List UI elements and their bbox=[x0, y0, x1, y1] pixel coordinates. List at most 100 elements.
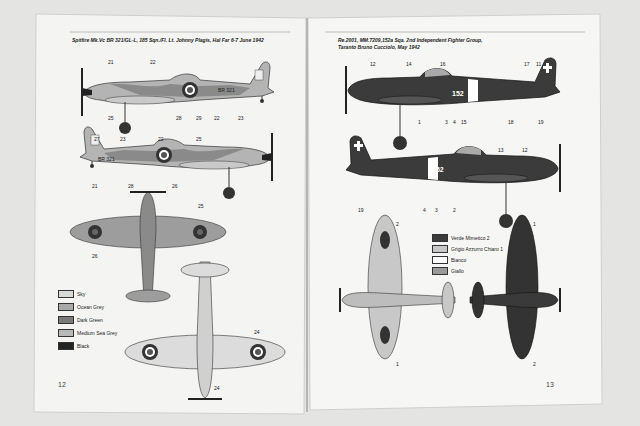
art-shape bbox=[368, 215, 402, 359]
sheet-title: Taranto Bruno Cucciolo, May 1942 bbox=[338, 45, 420, 51]
callout-number: 2 bbox=[533, 362, 536, 368]
legend-entry: Giallo bbox=[432, 267, 464, 275]
art-shape bbox=[181, 263, 229, 277]
art-shape bbox=[142, 344, 158, 360]
callout-number: 22 bbox=[214, 116, 220, 122]
art-shape bbox=[250, 344, 266, 360]
art-shape bbox=[70, 32, 290, 33]
callout-number: 23 bbox=[238, 116, 244, 122]
color-swatch bbox=[432, 256, 448, 264]
art-shape bbox=[140, 192, 156, 300]
callout-number: 26 bbox=[92, 254, 98, 260]
callout-number: 28 bbox=[128, 184, 134, 190]
legend-entry: Verde Mimetico 2 bbox=[432, 234, 490, 242]
callout-number: 24 bbox=[214, 386, 220, 392]
sheet-title: Spitfire Mk.Vc BR 321/GL-L, 185 Sqn./Fl.… bbox=[72, 38, 287, 44]
color-swatch bbox=[432, 267, 448, 275]
art-shape bbox=[506, 215, 538, 359]
callout-number: 22 bbox=[158, 137, 164, 143]
art-shape bbox=[92, 229, 98, 235]
callout-number: 1 bbox=[533, 222, 536, 228]
callout-number: 22 bbox=[150, 60, 156, 66]
callout-number: 3 bbox=[445, 120, 448, 126]
art-shape bbox=[425, 69, 450, 77]
callout-number: BR 321 bbox=[218, 88, 235, 94]
callout-number: 28 bbox=[176, 116, 182, 122]
art-shape bbox=[442, 282, 454, 318]
callout-number: 29 bbox=[196, 116, 202, 122]
callout-number: 4 bbox=[423, 208, 426, 214]
art-shape bbox=[145, 347, 155, 357]
art-shape bbox=[182, 82, 198, 98]
art-shape bbox=[253, 347, 263, 357]
callout-number: 18 bbox=[508, 120, 514, 126]
art-shape bbox=[125, 102, 126, 122]
legend-text: Bianco bbox=[451, 257, 466, 263]
art-shape bbox=[197, 229, 203, 235]
spitfire-bottom bbox=[125, 262, 285, 399]
color-swatch bbox=[58, 342, 74, 350]
legend-entry: Sky bbox=[58, 290, 85, 298]
legend-text: Grigio Azzurro Chiaro 1 bbox=[451, 246, 503, 252]
callout-number: BR 321 bbox=[98, 157, 115, 163]
art-shape bbox=[193, 225, 207, 239]
callout-number: 16 bbox=[440, 62, 446, 68]
art-shape bbox=[546, 63, 549, 73]
re2001-underside bbox=[340, 215, 455, 359]
callout-number: 24 bbox=[254, 330, 260, 336]
legend-entry: Bianco bbox=[432, 256, 466, 264]
art-shape bbox=[378, 96, 442, 104]
callout-number: 13 bbox=[498, 148, 504, 154]
callout-number: 26 bbox=[172, 184, 178, 190]
art-shape bbox=[84, 62, 274, 103]
legend-entry: Dark Green bbox=[58, 316, 103, 324]
callout-number: 23 bbox=[120, 137, 126, 143]
pages bbox=[34, 14, 602, 414]
color-swatch bbox=[58, 303, 74, 311]
callout-number: 25 bbox=[198, 204, 204, 210]
art-shape bbox=[82, 88, 92, 96]
sheet-title: Re.2001, MM.7209,152a Sqa. 2nd Independe… bbox=[338, 38, 482, 44]
legend-text: Sky bbox=[77, 291, 85, 297]
legend-entry: Ocean Grey bbox=[58, 303, 104, 311]
art-shape bbox=[348, 58, 560, 105]
legend-entry: Medium Sea Grey bbox=[58, 329, 117, 337]
legend-text: Verde Mimetico 2 bbox=[451, 235, 490, 241]
art-shape bbox=[80, 127, 272, 199]
legend-text: Dark Green bbox=[77, 317, 103, 323]
color-swatch bbox=[432, 234, 448, 242]
callout-number: 12 bbox=[522, 148, 528, 154]
callout-number: 19 bbox=[538, 120, 544, 126]
callout-number: 152 bbox=[452, 90, 464, 98]
legend-text: Giallo bbox=[451, 268, 464, 274]
art-shape bbox=[126, 290, 170, 302]
callout-number: 152 bbox=[432, 166, 444, 174]
callout-number: 21 bbox=[108, 60, 114, 66]
re2001-side bbox=[346, 58, 560, 150]
callout-number: 1 bbox=[418, 120, 421, 126]
callout-number: 14 bbox=[406, 62, 412, 68]
callout-number: 27 bbox=[94, 137, 100, 143]
art-shape bbox=[147, 349, 153, 355]
callout-number: 3 bbox=[435, 208, 438, 214]
art-shape bbox=[255, 349, 261, 355]
callout-number: 17 bbox=[524, 62, 530, 68]
legend-entry: Black bbox=[58, 342, 89, 350]
art-shape bbox=[187, 87, 193, 93]
art-shape bbox=[342, 293, 455, 308]
art-shape bbox=[255, 70, 263, 80]
color-swatch bbox=[432, 245, 448, 253]
legend-text: Medium Sea Grey bbox=[77, 330, 117, 336]
color-swatch bbox=[58, 316, 74, 324]
callout-number: 12 bbox=[370, 62, 376, 68]
art-shape bbox=[197, 262, 213, 398]
page-number: 13 bbox=[546, 381, 554, 389]
art-shape bbox=[105, 96, 175, 104]
color-swatch bbox=[58, 329, 74, 337]
art-shape bbox=[380, 326, 390, 344]
art-shape bbox=[130, 191, 166, 193]
legend-text: Black bbox=[77, 343, 89, 349]
page-number: 12 bbox=[58, 381, 66, 389]
art-shape bbox=[468, 79, 478, 102]
